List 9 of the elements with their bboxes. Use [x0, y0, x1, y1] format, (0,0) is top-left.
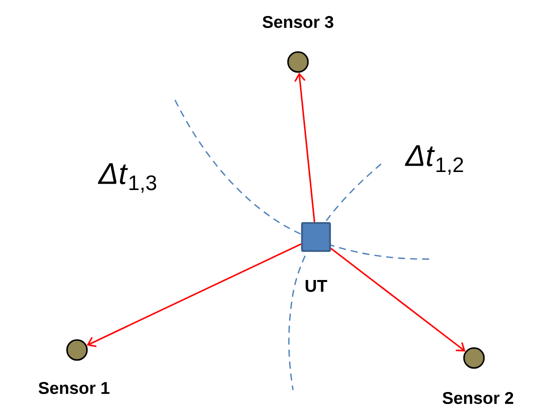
time-difference-label: Δt$_{1,2}$	[404, 145, 464, 175]
arrow	[294, 72, 316, 222]
node-label: UT	[306, 280, 328, 292]
arrow	[86, 243, 302, 348]
node-label: Sensor 1	[38, 382, 110, 394]
node-label: Sensor 2	[442, 392, 514, 404]
node-label: Sensor 3	[262, 16, 334, 28]
arrow	[330, 248, 466, 352]
time-difference-label: Δt$_{1,3}$	[98, 163, 156, 193]
